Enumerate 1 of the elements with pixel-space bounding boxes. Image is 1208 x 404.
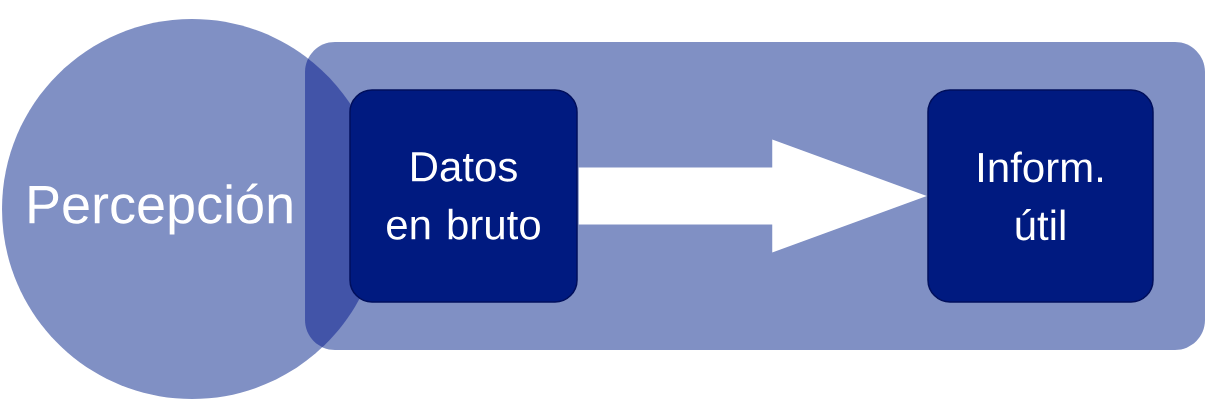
process-box: Inform. útil — [927, 89, 1154, 303]
